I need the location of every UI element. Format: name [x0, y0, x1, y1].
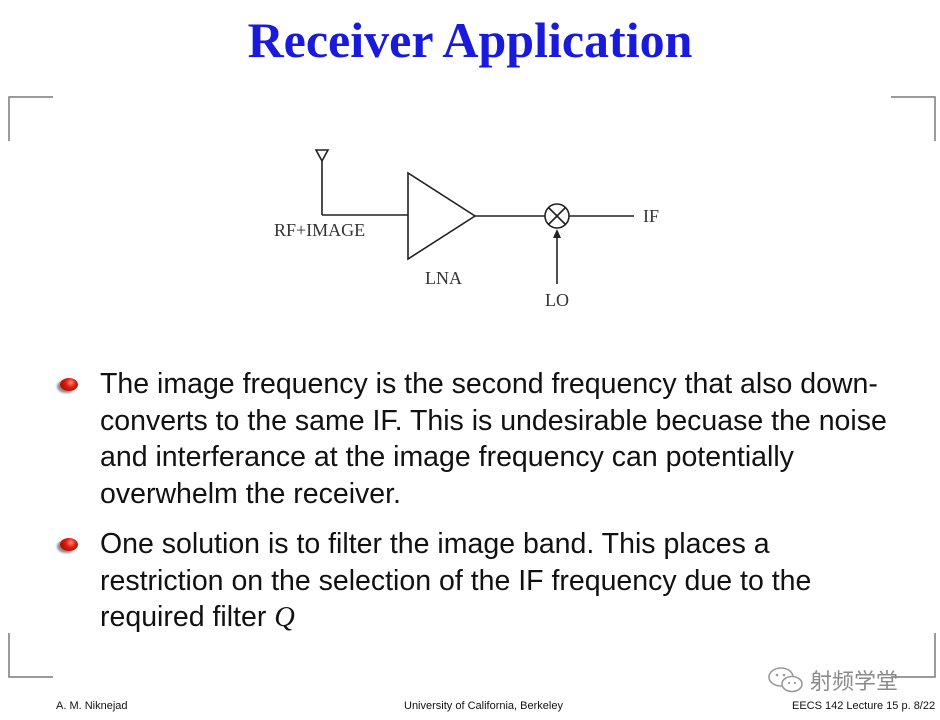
- footer-institution: University of California, Berkeley: [404, 700, 563, 712]
- corner-mark-top-right: [891, 96, 936, 141]
- corner-mark-top-left: [8, 96, 53, 141]
- lo-arrowhead: [553, 229, 561, 238]
- lna-amplifier-symbol: [407, 171, 477, 261]
- watermark-text: 射频学堂: [810, 670, 899, 695]
- corner-mark-bottom-left: [8, 633, 53, 678]
- lna-label: LNA: [425, 268, 462, 288]
- antenna-icon: [314, 149, 330, 163]
- footer-author: A. M. Niknejad: [56, 700, 128, 712]
- filter-q-symbol: Q: [274, 602, 295, 633]
- wechat-icon: [768, 667, 803, 693]
- corner-mark-bottom-right: [891, 633, 936, 678]
- bullet-text-container: One solution is to filter the image band…: [100, 526, 900, 637]
- bullet-item: One solution is to filter the image band…: [58, 526, 918, 637]
- bullet-item: The image frequency is the second freque…: [58, 366, 918, 512]
- slide-title: Receiver Application: [247, 12, 693, 68]
- bullet-text: One solution is to filter the image band…: [100, 528, 812, 633]
- receiver-block-diagram: [314, 149, 634, 284]
- bullet-list: The image frequency is the second freque…: [58, 366, 918, 651]
- bullet-text: The image frequency is the second freque…: [100, 368, 887, 510]
- watermark: 射频学堂: [766, 664, 898, 696]
- footer-page-number: EECS 142 Lecture 15 p. 8/22: [792, 700, 936, 712]
- lo-label: LO: [545, 290, 569, 310]
- bullet-ball-icon: [58, 366, 100, 404]
- if-label: IF: [643, 206, 660, 226]
- rf-image-label: RF+IMAGE: [274, 220, 366, 240]
- bullet-ball-icon: [58, 526, 100, 564]
